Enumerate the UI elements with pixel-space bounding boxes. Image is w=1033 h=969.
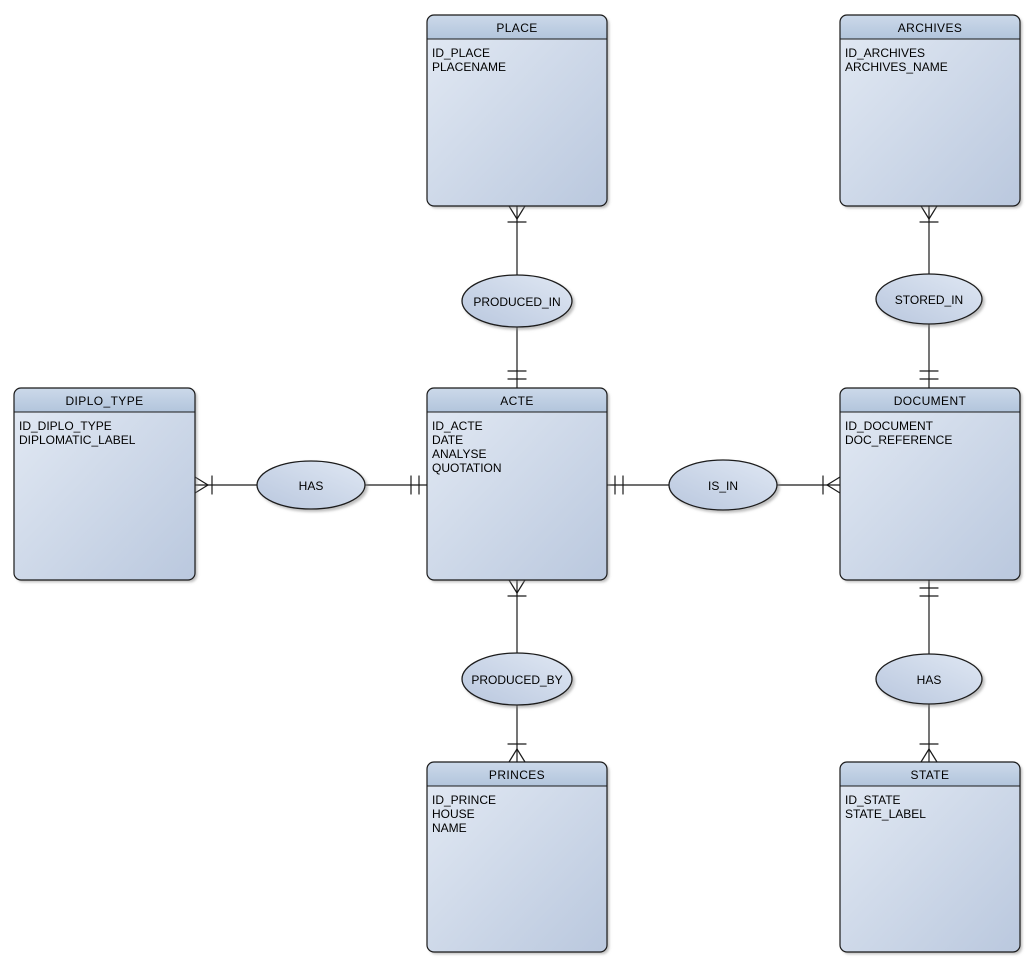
entity-header [427,388,607,412]
relationship-ellipse [461,652,573,706]
entity-border [426,761,608,953]
crowfoot-marker [508,748,526,763]
entity-border [13,387,196,581]
relationship-label: PRODUCED_BY [471,673,562,687]
entity-attribute: DATE [432,433,463,447]
connector-has-diplo-type[interactable] [194,475,428,495]
entity-border [426,14,608,207]
entity-border [839,387,1021,581]
entity-header [427,15,607,39]
connector-produced-by[interactable] [507,579,527,763]
entity-attribute: DIPLOMATIC_LABEL [19,433,136,447]
entity-attribute: ARCHIVES_NAME [845,60,948,74]
crowfoot-marker [920,748,938,763]
entity-body [840,15,1020,206]
entity-attribute: ID_ACTE [432,419,483,433]
entity-attribute: ID_PLACE [432,46,490,60]
entity-header [427,762,607,786]
entity-title: PLACE [496,21,537,35]
relationship-label: PRODUCED_IN [473,295,560,309]
entity-title: ACTE [500,394,534,408]
entity-attribute: DOC_REFERENCE [845,433,952,447]
crowfoot-marker [826,476,841,494]
entity-border [839,14,1021,207]
entity-header [840,762,1020,786]
entity-body [14,388,195,580]
connector-is-in[interactable] [606,475,841,495]
entity-body [840,388,1020,580]
relationship-ellipse [668,459,778,511]
entity-border [839,761,1021,953]
connector-stored-in[interactable] [919,205,939,389]
entity-attribute: PLACENAME [432,60,506,74]
entity-attribute: ID_ARCHIVES [845,46,925,60]
entity-body [427,15,607,206]
relationship-produced-in[interactable]: PRODUCED_IN [461,274,573,328]
entity-title: DOCUMENT [894,394,967,408]
connector-produced-in[interactable] [507,205,527,389]
entity-header [840,388,1020,412]
entity-body [427,762,607,952]
entity-attribute: ID_STATE [845,793,901,807]
relationship-ellipse [875,273,983,325]
entity-attribute: HOUSE [432,807,475,821]
relationship-ellipse [256,460,366,510]
relationship-ellipse [461,274,573,328]
relationship-has-state[interactable]: HAS [875,653,983,705]
entity-attribute: ANALYSE [432,447,486,461]
relationship-has-diplo-type[interactable]: HAS [256,460,366,510]
entity-header [14,388,195,412]
entity-title: DIPLO_TYPE [65,394,143,408]
entity-title: STATE [911,768,950,782]
entity-attribute: NAME [432,821,467,835]
relationship-label: HAS [299,479,324,493]
entity-attribute: ID_PRINCE [432,793,496,807]
entity-attribute: QUOTATION [432,461,502,475]
crowfoot-marker [508,579,526,594]
crowfoot-marker [920,205,938,220]
entity-header [840,15,1020,39]
entity-title: ARCHIVES [898,21,963,35]
crowfoot-marker [508,205,526,220]
entity-border [426,387,608,581]
relationship-label: STORED_IN [895,293,963,307]
connector-has-state[interactable] [919,579,939,763]
entity-body [840,762,1020,952]
entity-attribute: ID_DOCUMENT [845,419,934,433]
relationship-produced-by[interactable]: PRODUCED_BY [461,652,573,706]
entity-attribute: ID_DIPLO_TYPE [19,419,112,433]
entity-attribute: STATE_LABEL [845,807,926,821]
relationship-is-in[interactable]: IS_IN [668,459,778,511]
relationship-label: HAS [917,673,942,687]
relationship-label: IS_IN [708,479,738,493]
entity-body [427,388,607,580]
relationship-ellipse [875,653,983,705]
entity-title: PRINCES [489,768,545,782]
relationship-stored-in[interactable]: STORED_IN [875,273,983,325]
crowfoot-marker [194,476,209,494]
